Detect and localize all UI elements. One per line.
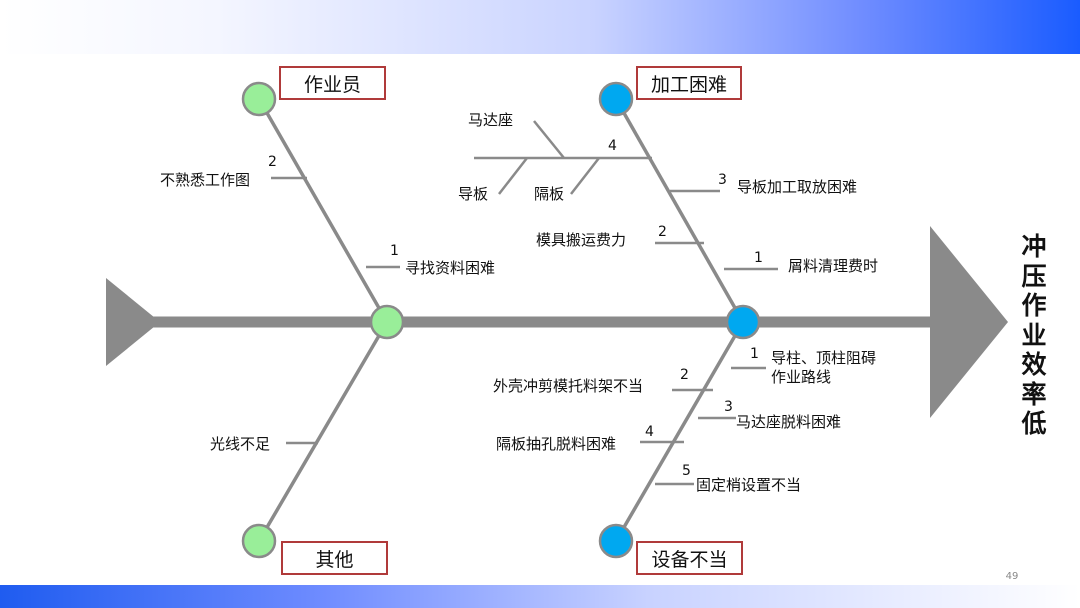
page-number: 49	[1005, 571, 1019, 582]
effect-label: 冲压作业效率低	[1021, 232, 1047, 438]
cause-number: 3	[718, 172, 727, 188]
cause-label: 光线不足	[210, 435, 271, 453]
sub-bone-guide-plate	[498, 157, 528, 195]
cause-number: 2	[658, 224, 667, 240]
sub-cause-label: 马达座	[468, 111, 514, 129]
cause-number: 4	[608, 138, 617, 154]
cause-label: 屑料清理费时	[788, 257, 879, 275]
cause-label: 导板加工取放困难	[737, 178, 858, 196]
cause-label: 外壳冲剪模托料架不当	[493, 377, 644, 395]
cause-number: 2	[268, 154, 277, 170]
cause-label: 马达座脱料困难	[736, 413, 842, 431]
category-other: 其他	[281, 541, 388, 575]
category-equipment: 设备不当	[636, 541, 743, 575]
node-processing	[598, 81, 634, 117]
cause-number: 1	[750, 346, 759, 362]
sub-cause-label: 导板	[458, 185, 489, 203]
cause-number: 4	[645, 424, 654, 440]
cause-number: 2	[680, 367, 689, 383]
bone-operator	[257, 98, 389, 323]
cause-label: 不熟悉工作图	[160, 171, 251, 189]
bone-processing	[614, 98, 745, 323]
sub-cause-label: 隔板	[534, 185, 565, 203]
node-operator	[241, 81, 277, 117]
cause-number: 1	[390, 243, 399, 259]
category-processing: 加工困难	[636, 66, 742, 100]
node-equipment	[598, 523, 634, 559]
node-junction-left	[369, 304, 405, 340]
bone-other	[257, 321, 389, 542]
category-operator: 作业员	[279, 66, 386, 100]
cause-label: 寻找资料困难	[405, 259, 496, 277]
node-junction-right	[725, 304, 761, 340]
cause-label: 固定梢设置不当	[696, 476, 802, 494]
cause-number: 5	[682, 463, 691, 479]
header-gradient-bar	[0, 0, 1080, 54]
cause-number: 3	[724, 399, 733, 415]
cause-label: 隔板抽孔脱料困难	[496, 435, 617, 453]
fish-tail	[106, 278, 160, 366]
footer-gradient-bar	[0, 585, 1080, 608]
sub-bone-spacer	[570, 157, 600, 195]
bone-equipment	[614, 321, 745, 542]
fish-head-arrow	[930, 226, 1008, 418]
sub-bone-motor-seat	[533, 120, 565, 159]
cause-label: 模具搬运费力	[536, 231, 627, 249]
cause-number: 1	[754, 250, 763, 266]
cause-label: 导柱、顶柱阻碍作业路线	[771, 349, 877, 386]
node-other	[241, 523, 277, 559]
